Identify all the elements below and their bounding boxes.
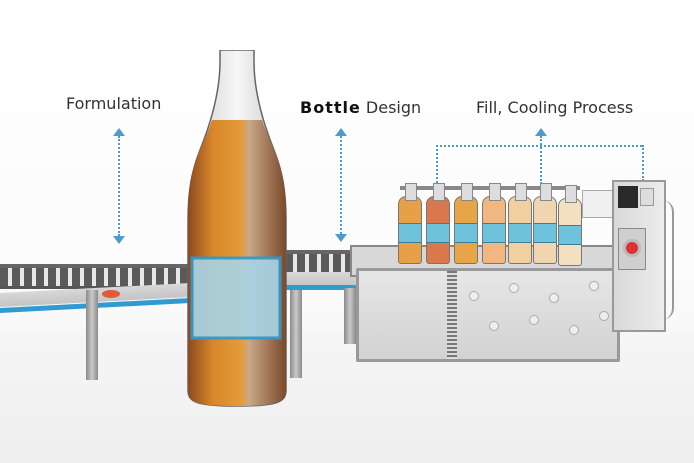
dotted-line xyxy=(642,145,644,181)
dotted-line xyxy=(436,145,438,183)
conveyor-post xyxy=(344,288,356,344)
small-bottle xyxy=(426,183,450,264)
control-tower xyxy=(612,180,666,332)
small-bottle xyxy=(558,185,582,266)
bottle-design-label: Bottle Design xyxy=(300,98,421,117)
control-display xyxy=(582,190,616,218)
formulation-label: Formulation xyxy=(66,94,162,113)
bottle-design-bold: Bottle xyxy=(300,98,361,117)
conveyor-post xyxy=(290,290,302,378)
control-screen xyxy=(618,186,638,208)
bottle-cap-part xyxy=(102,290,120,298)
beer-bottle xyxy=(187,50,287,407)
arrow-up-icon xyxy=(335,128,347,136)
fill-cooling-label: Fill, Cooling Process xyxy=(476,98,634,117)
small-bottle xyxy=(398,183,422,264)
dotted-line xyxy=(340,136,342,234)
dotted-line xyxy=(118,136,120,236)
small-bottle xyxy=(454,183,478,264)
dotted-bracket xyxy=(436,145,642,147)
small-bottle xyxy=(533,183,557,264)
bottle-design-rest: Design xyxy=(360,98,422,117)
arrow-down-icon xyxy=(113,236,125,244)
arrow-up-icon xyxy=(535,128,547,136)
cable xyxy=(662,200,674,320)
conveyor-rail xyxy=(285,272,357,286)
small-bottle xyxy=(482,183,506,264)
arrow-down-icon xyxy=(335,234,347,242)
filling-machine-body xyxy=(356,268,620,362)
conveyor-blue-strip xyxy=(285,285,357,290)
dotted-line xyxy=(540,136,542,184)
emergency-button xyxy=(626,242,638,254)
small-bottle xyxy=(508,183,532,264)
arrow-up-icon xyxy=(113,128,125,136)
conveyor-post xyxy=(86,290,98,380)
